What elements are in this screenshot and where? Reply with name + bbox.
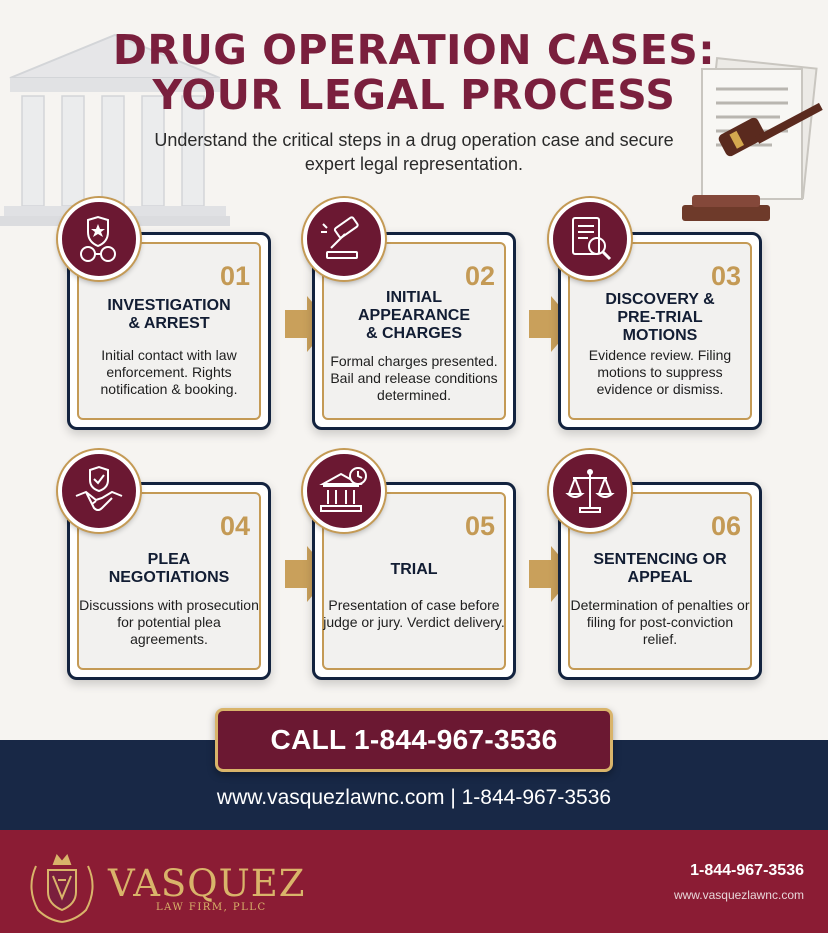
step-badge-02 [303, 198, 385, 280]
step-title: DISCOVERY & PRE-TRIAL MOTIONS [605, 291, 715, 344]
step-description: Initial contact with law enforcement. Ri… [100, 347, 238, 397]
law-firm-logo-emblem-icon [30, 854, 94, 923]
step-description: Determination of penalties or filing for… [570, 597, 750, 647]
step-badge-04 [58, 450, 140, 532]
step-description: Presentation of case before judge or jur… [323, 597, 505, 630]
step-arrow-right [529, 546, 575, 602]
document-gavel-background-illustration [682, 57, 823, 221]
step-number: 04 [219, 511, 250, 541]
footer-website-link[interactable]: www.vasquezlawnc.com [673, 888, 804, 902]
brand-tagline: LAW FIRM, PLLC [156, 902, 267, 913]
brand-name: VASQUEZ [108, 862, 306, 905]
step-number: 03 [710, 261, 741, 291]
website-phone-line[interactable]: www.vasquezlawnc.com | 1-844-967-3536 [216, 786, 612, 809]
footer: VASQUEZ LAW FIRM, PLLC [0, 830, 828, 933]
step-badge-03 [549, 198, 631, 280]
step-number: 02 [464, 261, 495, 291]
step-title: SENTENCING OR APPEAL [593, 551, 727, 586]
call-button[interactable]: CALL 1-844-967-3536 [215, 708, 613, 772]
step-title: TRIAL [390, 561, 438, 578]
step-number: 05 [464, 511, 495, 541]
step-arrow-right [285, 296, 331, 352]
step-card-01: 01 INVESTIGATION & ARREST Initial contac… [67, 232, 271, 430]
step-card-inner [77, 242, 261, 420]
step-badge-01 [58, 198, 140, 280]
courthouse-clock-icon [319, 467, 367, 512]
step-description: Formal charges presented. Bail and relea… [330, 353, 498, 403]
step-badge-05 [303, 450, 385, 532]
page-subtitle: Understand the critical steps in a drug … [154, 130, 674, 174]
scales-of-justice-icon [565, 469, 615, 513]
step-arrow-right [285, 546, 331, 602]
step-number: 06 [710, 511, 741, 541]
handshake-shield-icon [75, 465, 123, 511]
step-title: PLEA NEGOTIATIONS [108, 551, 230, 586]
page-title: DRUG OPERATION CASES: YOUR LEGAL PROCESS [112, 26, 716, 119]
step-description: Evidence review. Filing motions to suppr… [588, 347, 732, 397]
step-arrow-right [529, 296, 575, 352]
step-title: INITIAL APPEARANCE & CHARGES [357, 289, 470, 342]
step-number: 01 [219, 261, 250, 291]
police-badge-handcuffs-icon [80, 215, 116, 262]
step-badge-06 [549, 450, 631, 532]
gavel-icon [321, 216, 359, 259]
footer-phone[interactable]: 1-844-967-3536 [690, 862, 804, 879]
document-magnifier-icon [572, 217, 612, 261]
step-description: Discussions with prosecution for potenti… [79, 597, 259, 647]
step-title: INVESTIGATION & ARREST [107, 297, 231, 332]
step-card-05: 05 TRIAL Presentation of case before jud… [312, 482, 516, 680]
